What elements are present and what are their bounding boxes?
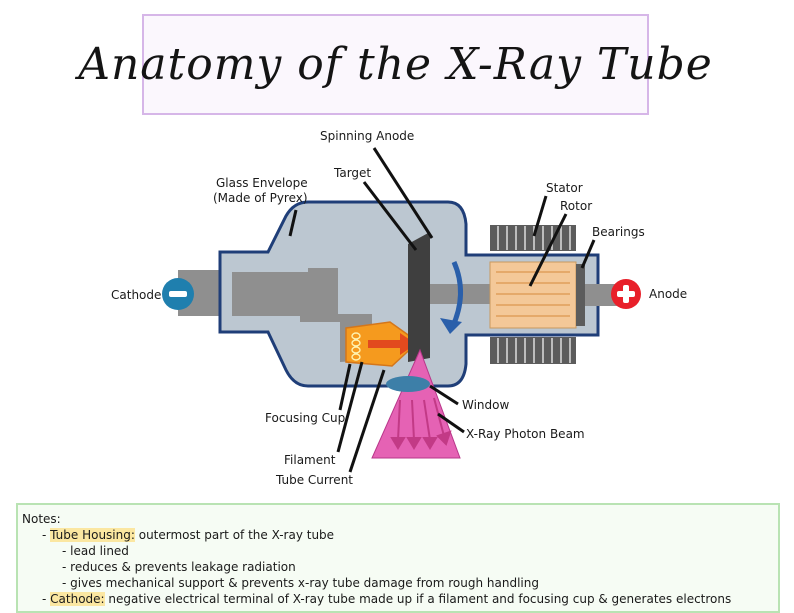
note-cathode: - Cathode: negative electrical terminal … [42, 592, 732, 606]
note-housing-point: - gives mechanical support & prevents x-… [62, 576, 539, 590]
rotor-stripes [496, 271, 570, 317]
note-housing-point: - reduces & prevents leakage radiation [62, 560, 296, 574]
label-tube-current: Tube Current [275, 473, 353, 487]
notes-heading: Notes: [22, 512, 61, 526]
label-filament: Filament [284, 453, 336, 467]
label-cathode: Cathode [111, 288, 161, 302]
label-target: Target [333, 166, 371, 180]
def-cathode: negative electrical terminal of X-ray tu… [104, 592, 732, 606]
rotation-arrow-head [440, 318, 462, 334]
label-spinning-anode: Spinning Anode [320, 129, 414, 143]
filament-coil [351, 332, 361, 361]
stator-top-ribs [497, 226, 571, 250]
window [386, 376, 430, 392]
note-tube-housing: - Tube Housing: outermost part of the X-… [42, 528, 335, 542]
beam-arrows [390, 397, 452, 450]
term-cathode: Cathode: [50, 592, 105, 606]
page-title: Anatomy of the X-Ray Tube [78, 39, 713, 90]
anode-rod [585, 284, 617, 306]
label-glass-envelope: Glass Envelope [216, 176, 308, 190]
label-window: Window [462, 398, 510, 412]
plus-icon [617, 285, 635, 303]
notes-box: Notes: - Tube Housing: outermost part of… [16, 503, 780, 613]
label-xray-beam: X-Ray Photon Beam [466, 427, 585, 441]
label-focusing-cup: Focusing Cup [265, 411, 345, 425]
label-bearings: Bearings [592, 225, 645, 239]
xray-tube-diagram: Spinning Anode Target Glass Envelope (Ma… [111, 129, 687, 487]
cathode-arm [232, 268, 372, 362]
label-anode: Anode [649, 287, 687, 301]
title-box: Anatomy of the X-Ray Tube [78, 14, 712, 115]
stator-bottom-ribs [497, 338, 571, 363]
leader-lines [288, 147, 596, 473]
label-glass-envelope-material: (Made of Pyrex) [213, 191, 308, 205]
xray-beam [371, 348, 461, 459]
electron-arrow [368, 333, 416, 355]
label-rotor: Rotor [560, 199, 592, 213]
bearing [576, 264, 585, 326]
label-stator: Stator [546, 181, 583, 195]
note-housing-point: - lead lined [62, 544, 129, 558]
anode-target [408, 232, 430, 362]
minus-icon [169, 291, 187, 297]
term-tube-housing: Tube Housing: [50, 528, 135, 542]
def-tube-housing: outermost part of the X-ray tube [134, 528, 335, 542]
